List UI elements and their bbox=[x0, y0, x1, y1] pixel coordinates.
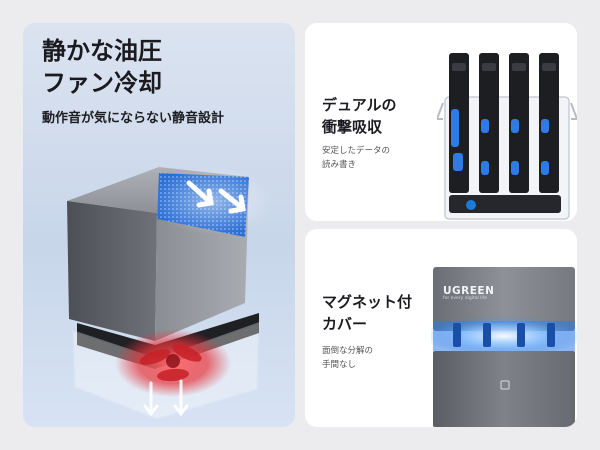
dual-panel-caption: 安定したデータの 読み書き bbox=[322, 144, 390, 172]
fan-title-line2: ファン冷却 bbox=[42, 69, 162, 97]
magnet-pins bbox=[453, 323, 555, 347]
magnet-panel-caption: 面倒な分解の 手間なし bbox=[322, 344, 373, 372]
magnetic-cover bbox=[433, 267, 575, 331]
dual-panel-title: デュアルの 衝撃吸収 bbox=[322, 94, 397, 138]
magnet-caption-line1: 面倒な分解の bbox=[322, 346, 374, 356]
fan-cooling-panel: 静かな油圧 ファン冷却 動作音が気にならない静音設計 bbox=[23, 23, 295, 427]
dual-title-line1: デュアルの bbox=[322, 96, 397, 114]
magnet-title-line2: カバー bbox=[322, 315, 368, 333]
dual-title-line2: 衝撃吸収 bbox=[322, 118, 383, 136]
magnet-panel-title: マグネット付 カバー bbox=[322, 291, 412, 335]
dual-caption-line1: 安定したデータの bbox=[322, 146, 391, 156]
fan-panel-subtitle: 動作音が気にならない静音設計 bbox=[42, 111, 225, 126]
shock-dampers bbox=[451, 109, 549, 175]
airflow-in-arrows bbox=[186, 180, 246, 214]
brand-name: UGREEN bbox=[443, 285, 495, 297]
magnet-title-line1: マグネット付 bbox=[322, 293, 413, 311]
drive-bay-illustration bbox=[437, 53, 577, 220]
brand-tagline: for every digital life bbox=[443, 296, 488, 301]
airflow-out-arrows bbox=[143, 379, 189, 417]
enclosure-fan-illustration bbox=[67, 167, 273, 420]
dual-shock-panel: デュアルの 衝撃吸収 安定したデータの 読み書き bbox=[305, 23, 577, 221]
fan-blades bbox=[139, 344, 202, 382]
magnetic-cover-panel: マグネット付 カバー 面倒な分解の 手間なし bbox=[305, 229, 577, 427]
magnetic-cover-illustration bbox=[431, 267, 577, 427]
magnet-caption-line2: 手間なし bbox=[322, 360, 357, 370]
brand-logo: UGREEN for every digital life bbox=[443, 285, 494, 301]
fan-title-line1: 静かな油圧 bbox=[42, 37, 162, 65]
dual-caption-line2: 読み書き bbox=[322, 160, 357, 170]
enclosure-left-face bbox=[67, 201, 157, 341]
drive-tray bbox=[449, 195, 561, 213]
small-logo-icon bbox=[500, 380, 510, 390]
fan-panel-title: 静かな油圧 ファン冷却 bbox=[42, 35, 282, 99]
drive-housing bbox=[444, 96, 570, 220]
